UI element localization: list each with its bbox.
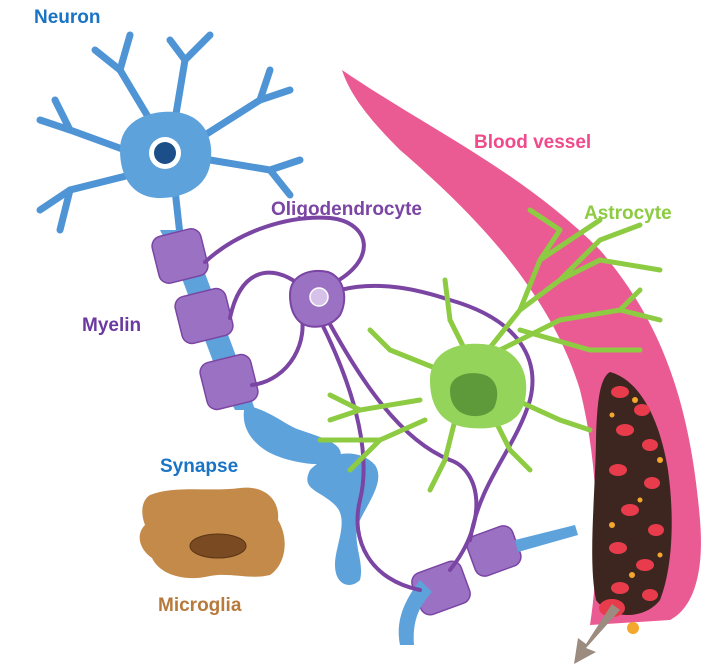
myelin-label: Myelin [82,316,141,335]
microglia [140,488,285,578]
synapse [244,405,578,645]
oligodendrocyte-label: Oligodendrocyte [271,200,422,219]
astrocyte-label: Astrocyte [584,204,672,223]
neuron-label: Neuron [34,8,101,27]
blood-vessel-label: Blood vessel [474,133,591,152]
microglia-label: Microglia [158,596,241,615]
neuron [40,35,300,410]
synapse-label: Synapse [160,457,238,476]
